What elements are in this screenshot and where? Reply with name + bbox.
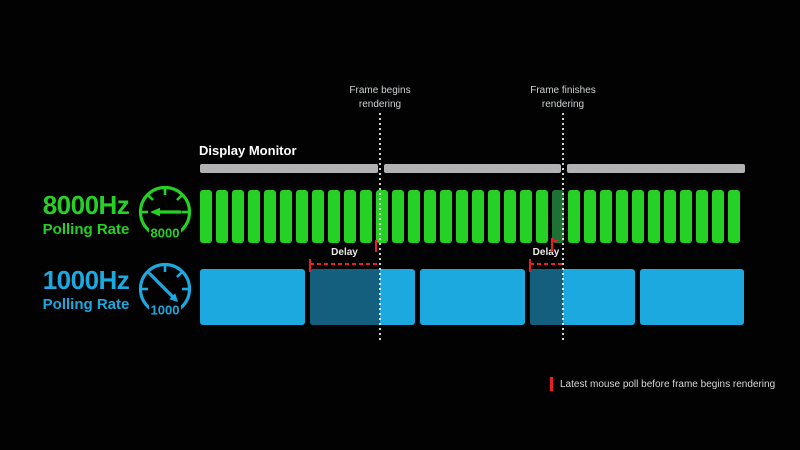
delay-label: Delay <box>532 247 560 258</box>
gauge-ticks <box>141 188 189 214</box>
frame-finish-line <box>562 113 564 343</box>
poll-bar-8000hz <box>264 190 276 243</box>
poll-bar-8000hz <box>584 190 596 243</box>
poll-bar-8000hz <box>232 190 244 243</box>
poll-bar-8000hz <box>376 190 388 243</box>
poll-bar-8000hz <box>536 190 548 243</box>
poll-block-1000hz <box>530 269 635 325</box>
poll-bar-8000hz <box>616 190 628 243</box>
gauge-needle-arrow <box>150 207 160 217</box>
poll-bar-8000hz <box>328 190 340 243</box>
delay-span-line <box>310 263 379 265</box>
poll-delay-overlay <box>310 269 380 325</box>
gauge-number-bg <box>149 226 181 240</box>
poll-bar-8000hz <box>664 190 676 243</box>
poll-bar-8000hz <box>440 190 452 243</box>
poll-bar-8000hz <box>408 190 420 243</box>
latest-poll-tick <box>551 238 553 252</box>
poll-block-1000hz <box>640 269 744 325</box>
rate-8000hz-sublabel: Polling Rate <box>42 221 130 238</box>
poll-bar-8000hz <box>200 190 212 243</box>
polling-rate-8000hz-labelblock: 8000Hz Polling Rate <box>30 192 142 238</box>
poll-block-1000hz <box>310 269 415 325</box>
poll-bar-8000hz <box>504 190 516 243</box>
gauge-number-bg <box>149 303 181 317</box>
display-monitor-label: Display Monitor <box>199 143 297 158</box>
poll-bar-8000hz <box>312 190 324 243</box>
delay-start-tick <box>309 259 311 272</box>
gauge-needle <box>148 272 174 298</box>
delay-span-line <box>530 263 562 265</box>
polling-rate-1000hz-labelblock: 1000Hz Polling Rate <box>30 267 142 313</box>
poll-bar-8000hz <box>696 190 708 243</box>
poll-bar-8000hz <box>632 190 644 243</box>
poll-bar-8000hz <box>296 190 308 243</box>
poll-bar-8000hz <box>488 190 500 243</box>
legend: Latest mouse poll before frame begins re… <box>550 377 775 391</box>
rate-1000hz-sublabel: Polling Rate <box>42 296 130 313</box>
display-monitor-bar-segment <box>384 164 561 173</box>
latest-poll-dash <box>554 240 562 242</box>
poll-block-1000hz <box>420 269 525 325</box>
display-monitor-bar-segment <box>200 164 378 173</box>
frame-begin-label: Frame begins rendering <box>349 85 411 110</box>
delay-label: Delay <box>331 247 358 258</box>
poll-bar-8000hz <box>248 190 260 243</box>
poll-bar-8000hz <box>568 190 580 243</box>
gauge-1000-value: 1000 <box>151 303 180 318</box>
gauge-8000-value: 8000 <box>151 226 180 241</box>
poll-delay-overlay <box>530 269 563 325</box>
legend-text: Latest mouse poll before frame begins re… <box>560 378 776 390</box>
speedometer-1000hz-icon: 1000 <box>138 262 192 318</box>
poll-bar-8000hz <box>648 190 660 243</box>
poll-bar-8000hz <box>216 190 228 243</box>
latest-poll-tick <box>375 240 377 252</box>
display-monitor-bar-segment <box>567 164 745 173</box>
poll-bar-8000hz-delay <box>552 190 564 243</box>
rate-1000hz-label: 1000Hz <box>42 265 130 295</box>
speedometer-8000hz-icon: 8000 <box>138 185 192 241</box>
poll-bar-8000hz <box>680 190 692 243</box>
poll-bar-8000hz <box>600 190 612 243</box>
poll-block-1000hz <box>200 269 305 325</box>
poll-bar-8000hz <box>712 190 724 243</box>
poll-bar-8000hz <box>472 190 484 243</box>
poll-bar-8000hz <box>728 190 740 243</box>
poll-bar-8000hz <box>280 190 292 243</box>
poll-bar-8000hz <box>344 190 356 243</box>
delay-start-tick <box>529 259 531 272</box>
poll-bar-8000hz <box>456 190 468 243</box>
poll-bar-8000hz <box>392 190 404 243</box>
poll-bar-8000hz <box>520 190 532 243</box>
frame-begin-line <box>379 113 381 343</box>
rate-8000hz-label: 8000Hz <box>42 190 130 220</box>
poll-bar-8000hz <box>360 190 372 243</box>
frame-finish-label: Frame finishes rendering <box>530 85 596 110</box>
latest-poll-tick-icon <box>550 377 553 391</box>
poll-bar-8000hz <box>424 190 436 243</box>
gauge-needle-arrow <box>169 293 178 302</box>
